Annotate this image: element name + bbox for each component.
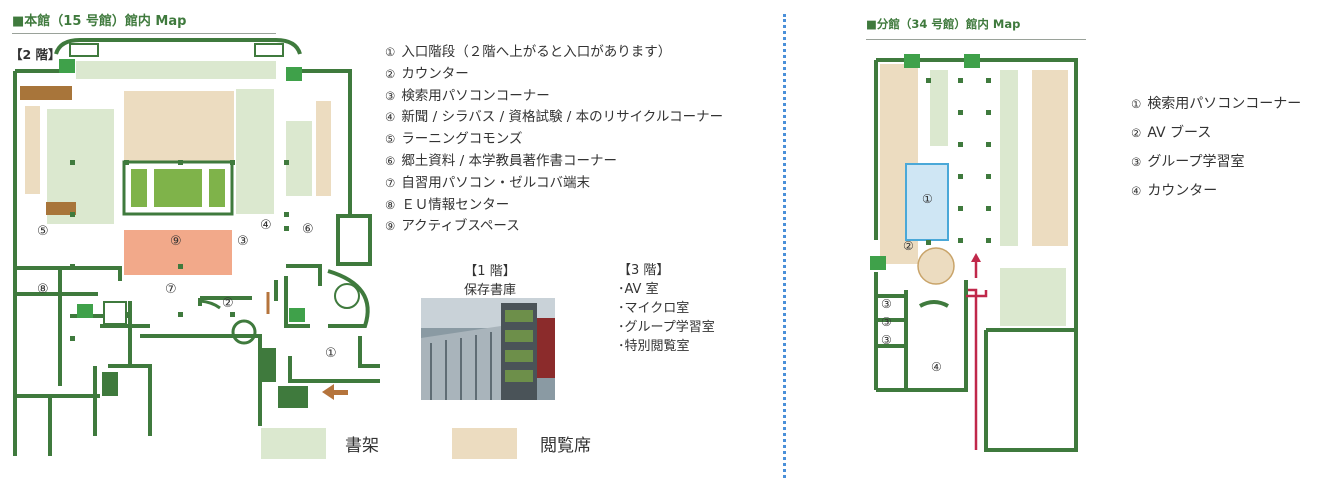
- map-shelf-far-right: [286, 121, 312, 196]
- annex-route: [966, 260, 988, 450]
- map-num-6: ⑥: [302, 222, 314, 237]
- annex-map-title: ■分館（34 号館）館内 Map: [866, 17, 1021, 31]
- key-label-seat: 閲覧席: [540, 436, 591, 456]
- floor-3-info: 【3 階】 ･AV 室 ･マイクロ室 ･グループ学習室 ･特別閲覧室: [618, 263, 715, 354]
- map-stairs: [69, 43, 308, 408]
- annex-shelf-2: [1000, 70, 1018, 246]
- map-num-9: ⑨: [170, 234, 182, 249]
- annex-num-3a: ③: [881, 297, 892, 311]
- annex-seat-right: [1032, 70, 1068, 246]
- main-title-rule: [12, 33, 276, 34]
- map-seat-left: [25, 106, 40, 194]
- map-exit-signs: [59, 59, 305, 322]
- key-swatch-shelf: [261, 428, 326, 459]
- annex-search-pc: [905, 163, 949, 241]
- map-restroom-box: [103, 301, 127, 325]
- map-num-5: ⑤: [37, 224, 49, 239]
- annex-floor-map: [870, 54, 1078, 452]
- key-label-shelf: 書架: [345, 436, 379, 456]
- annex-num-3b: ③: [881, 315, 892, 329]
- key-swatch-seat: [452, 428, 517, 459]
- map-seat-right: [316, 101, 331, 196]
- main-map-title: ■本館（15 号館）館内 Map: [12, 14, 187, 29]
- map-pc-block-1: [131, 169, 147, 207]
- floor-2-tag: 【2 階】: [10, 47, 61, 62]
- map-shelf-right: [236, 89, 274, 214]
- map-desk-brown-1: [20, 86, 72, 100]
- map-num-1: ①: [325, 346, 337, 361]
- map-pc-block-2: [154, 169, 202, 207]
- annex-num-3c: ③: [881, 333, 892, 347]
- annex-columns: [926, 78, 991, 245]
- main-floor-map: [13, 38, 380, 456]
- map-entrance-arrow: [322, 384, 348, 400]
- annex-counter: [919, 300, 949, 308]
- annex-route-head: [971, 253, 981, 262]
- annex-shelf-3: [1000, 268, 1066, 326]
- section-divider: [783, 14, 786, 478]
- map-pc-block-3: [209, 169, 225, 207]
- annex-exit-2: [964, 54, 980, 68]
- map-restroom-circle: [334, 283, 360, 309]
- annex-num-2: ②: [903, 239, 914, 253]
- map-counter: [199, 296, 252, 310]
- map-spiral-stair: [231, 319, 257, 345]
- annex-av-booth: [917, 247, 955, 285]
- annex-num-4: ④: [931, 360, 942, 374]
- annex-walls: [874, 58, 1078, 452]
- map-num-3: ③: [237, 234, 249, 249]
- annex-exit-1: [904, 54, 920, 68]
- annex-shelf-1: [930, 70, 948, 146]
- annex-title-rule: [866, 39, 1086, 40]
- map-seat-center: [124, 91, 234, 161]
- floor-1-label: 【1 階】 保存書庫: [463, 264, 516, 298]
- map-num-7: ⑦: [165, 282, 177, 297]
- map-walls: [13, 38, 380, 456]
- map-num-4: ④: [260, 218, 272, 233]
- annex-num-1: ①: [922, 192, 933, 206]
- map-num-8: ⑧: [37, 282, 49, 297]
- map-shelf-top: [76, 61, 276, 79]
- map-columns: [70, 160, 289, 341]
- annex-exit-3: [870, 256, 886, 270]
- storage-photo: [421, 298, 555, 400]
- map-desk-brown-2: [46, 202, 76, 215]
- map-num-2: ②: [222, 296, 234, 311]
